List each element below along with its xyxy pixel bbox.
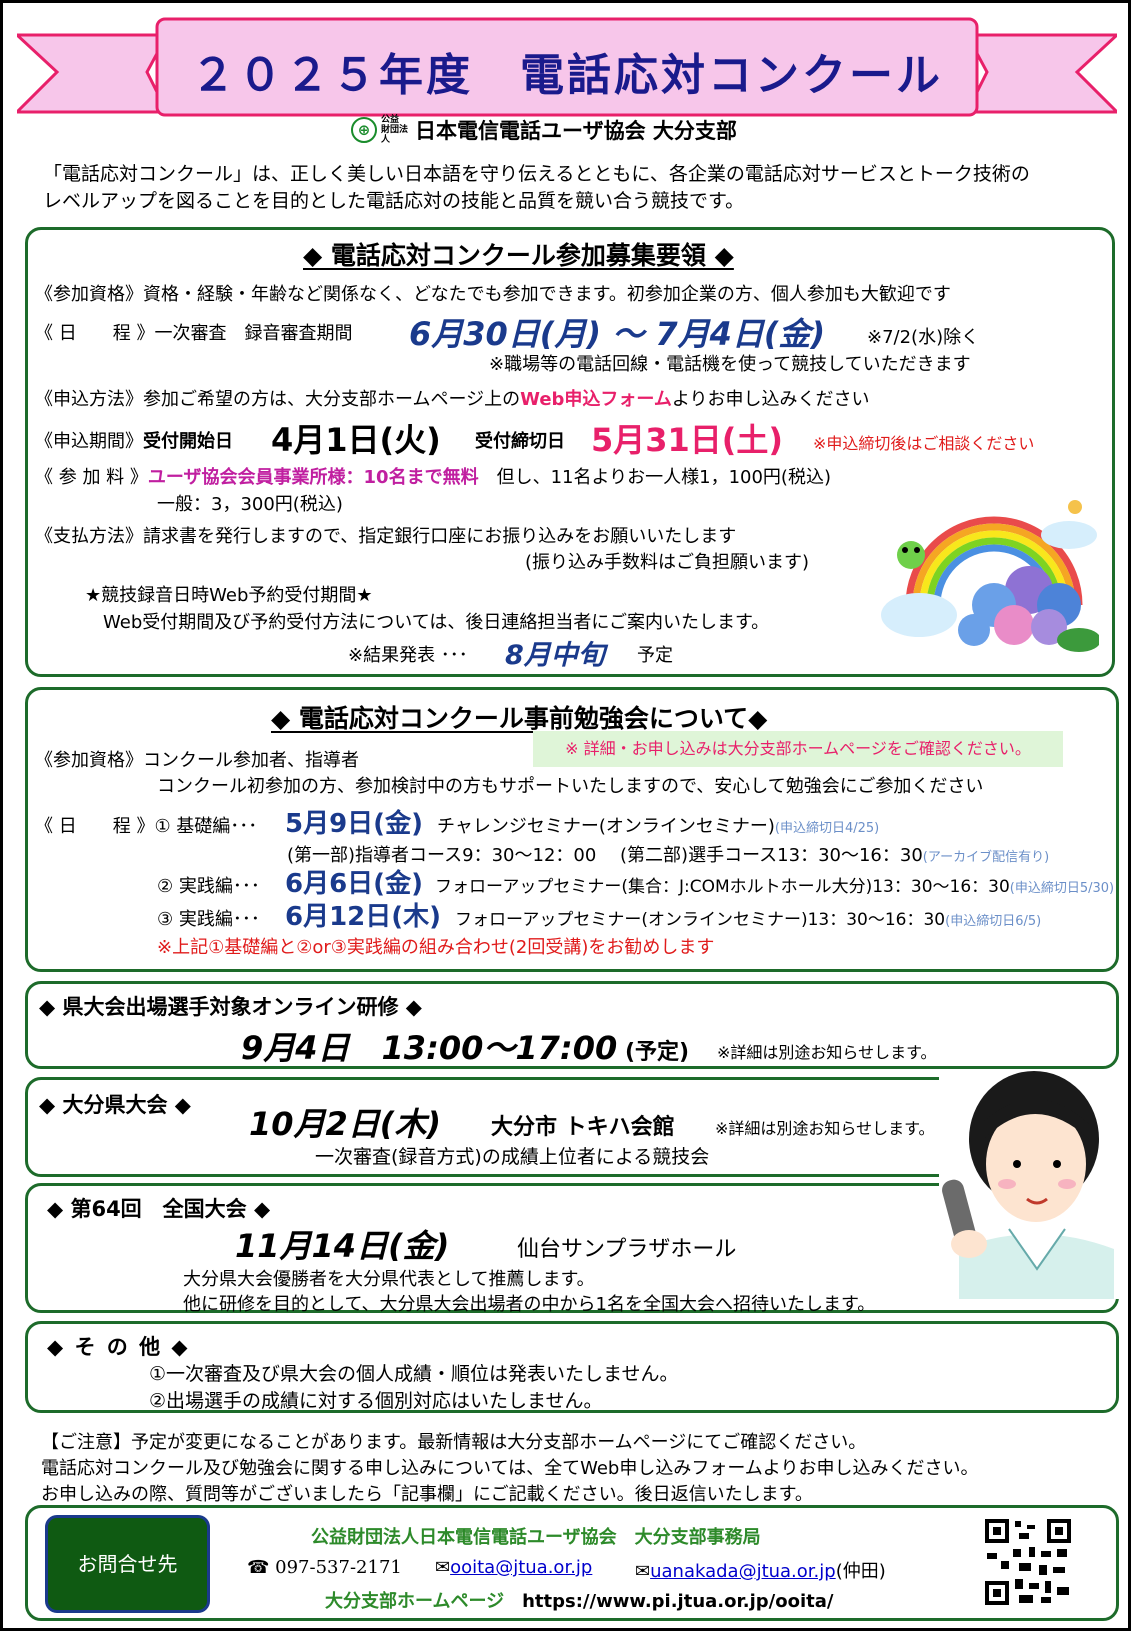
phone-operator-illustration [939, 1069, 1119, 1299]
mail-icon: ✉ [435, 1557, 451, 1578]
national-venue: 仙台サンプラザホール [517, 1237, 737, 1262]
study-schedule-1: 《 日 程 》① 基礎編･･･ [35, 816, 258, 837]
recruit-schedule-dates: 6月30日(月) ～ 7月4日(金) [409, 315, 826, 353]
organization-logo-icon: ⊕ [351, 117, 377, 143]
recruit-period: 《申込期間》受付開始日 [35, 431, 233, 452]
prefectural-note: ※詳細は別途お知らせします。 [715, 1119, 935, 1138]
study-s3-date: 6月12日(木) [285, 902, 442, 932]
study-title: ◆ 電話応対コンクール事前勉強会について◆ [271, 704, 768, 733]
result-date: 8月中旬 [505, 640, 605, 671]
study-eligibility-2: コンクール初参加の方、参加検討中の方もサポートいたしますので、安心して勉強会にご… [157, 776, 984, 797]
caution-line-1: 【ご注意】予定が変更になることがあります。最新情報は大分支部ホームページにてご確… [41, 1432, 867, 1453]
page-title: ２０２５年度 電話応対コンクール [191, 50, 943, 101]
period-start-date: 4月1日(火) [271, 421, 441, 459]
intro-text: 「電話応対コンクール」は、正しく美しい日本語を守り伝えるとともに、各企業の電話応… [43, 163, 1030, 212]
rainbow-hydrangea-illustration [881, 500, 1099, 652]
national-section [25, 1183, 1119, 1313]
national-date: 11月14日(金) [235, 1227, 450, 1265]
other-item-2: ②出場選手の成績に対する個別対応はいたしません。 [149, 1390, 603, 1412]
contact-phone-line: ☎ 097-537-2171 [247, 1557, 402, 1578]
result-label: ※結果発表 ･･･ [348, 645, 468, 666]
online-title: ◆ 県大会出場選手対象オンライン研修 ◆ [39, 995, 422, 1019]
recruit-fee: 《 参 加 料 》ユーザ協会会員事業所様：10名まで無料 但し、11名よりお一人… [35, 467, 831, 488]
study-s1-text: チャレンジセミナー(オンラインセミナー)(申込締切日4/25) [437, 816, 880, 837]
homepage-url[interactable]: https://www.pi.jtua.or.jp/ooita/ [522, 1591, 834, 1612]
caution-line-3: お申し込みの際、質問等がございましたら「記事欄」にご記載ください。後日返信いたし… [41, 1484, 813, 1505]
prefectural-venue: 大分市 トキハ会館 [491, 1115, 675, 1140]
email-1-line: ✉ooita@jtua.or.jp [435, 1557, 592, 1578]
recruit-title: ◆ 電話応対コンクール参加募集要領 ◆ [303, 241, 734, 270]
online-note: ※詳細は別途お知らせします。 [717, 1043, 937, 1062]
study-schedule-3: ③ 実践編･･･ [157, 909, 260, 930]
prefectural-desc: 一次審査(録音方式)の成績上位者による競技会 [315, 1146, 710, 1168]
result-suffix: 予定 [637, 645, 673, 666]
study-recommend: ※上記①基礎編と②or③実践編の組み合わせ(2回受講)をお勧めします [157, 937, 715, 958]
other-item-1: ①一次審査及び県大会の個人成績・順位は発表いたしません。 [149, 1363, 679, 1385]
online-date-suffix: (予定) [625, 1040, 690, 1065]
organization-line: ⊕ 公益財団法人 日本電信電話ユーザ協会 大分支部 [351, 115, 737, 145]
email-1-link[interactable]: ooita@jtua.or.jp [450, 1557, 593, 1578]
qr-code-icon[interactable] [983, 1517, 1073, 1607]
study-notice: ※ 詳細・お申し込みは大分支部ホームページをご確認ください。 [533, 731, 1063, 767]
recruit-method: 《申込方法》参加ご希望の方は、大分支部ホームページ上のWeb申込フォームよりお申… [35, 389, 870, 410]
period-end-label: 受付締切日 [475, 431, 565, 452]
mail-icon: ✉ [635, 1561, 651, 1582]
online-date: 9月4日 13:00～17:00 [241, 1029, 618, 1067]
fee-general: 一般：3，300円(税込) [157, 494, 343, 515]
ribbon-shape [17, 17, 1117, 117]
study-s2-text: フォローアップセミナー(集合：J:COMホルトホール大分)13：30～16：30… [435, 877, 1115, 897]
recruit-schedule-note: ※職場等の電話回線・電話機を使って競技していただきます [489, 354, 971, 375]
period-end-date: 5月31日(土) [591, 421, 784, 459]
homepage-line: 大分支部ホームページ https://www.pi.jtua.or.jp/ooi… [325, 1591, 834, 1612]
reserve-title: ★競技録音日時Web予約受付期間★ [85, 585, 373, 606]
recruit-payment: 《支払方法》請求書を発行しますので、指定銀行口座にお振り込みをお願いいたします [35, 526, 737, 547]
study-s1-date: 5月9日(金) [285, 809, 423, 839]
prefectural-date: 10月2日(木) [249, 1105, 442, 1143]
national-title: ◆ 第64回 全国大会 ◆ [47, 1197, 271, 1221]
organization-name: 日本電信電話ユーザ協会 大分支部 [415, 119, 737, 143]
org-prefix: 公益財団法人 [381, 115, 409, 145]
study-s3-text: フォローアップセミナー(オンラインセミナー)13：30～16：30(申込締切日6… [455, 910, 1042, 930]
study-s2-date: 6月6日(金) [285, 869, 423, 899]
recruit-schedule-except: ※7/2(水)除く [867, 327, 980, 348]
caution-line-2: 電話応対コンクール及び勉強会に関する申し込みについては、全てWeb申し込みフォー… [41, 1458, 979, 1479]
title-banner: ２０２５年度 電話応対コンクール [17, 17, 1117, 137]
reserve-text: Web受付期間及び予約受付方法については、後日連絡担当者にご案内いたします。 [103, 612, 770, 633]
national-desc-2: 他に研修を目的として、大分県大会出場者の中から1名を全国大会へ招待いたします。 [183, 1294, 876, 1315]
email-2-line: ✉uanakada@jtua.or.jp(仲田) [635, 1561, 886, 1582]
other-section [25, 1321, 1119, 1413]
payment-note: (振り込み手数料はご負担願います) [525, 552, 810, 573]
prefectural-title: ◆ 大分県大会 ◆ [39, 1093, 191, 1117]
recruit-schedule: 《 日 程 》一次審査 録音審査期間 [35, 323, 353, 344]
study-schedule-2: ② 実践編･･･ [157, 876, 260, 897]
online-section [25, 981, 1119, 1069]
other-title: ◆ そ の 他 ◆ [47, 1335, 190, 1359]
contact-button[interactable]: お問合せ先 [45, 1515, 210, 1613]
study-s1-sub: (第一部)指導者コース9：30～12：00 (第二部)選手コース13：30～16… [287, 845, 1050, 866]
contact-phone[interactable]: 097-537-2171 [275, 1557, 402, 1578]
email-2-link[interactable]: uanakada@jtua.or.jp [650, 1561, 836, 1582]
period-note: ※申込締切後はご相談ください [813, 434, 1035, 453]
contact-office: 公益財団法人日本電信電話ユーザ協会 大分支部事務局 [311, 1527, 761, 1548]
recruit-eligibility: 《参加資格》資格・経験・年齢など関係なく、どなたでも参加できます。初参加企業の方… [35, 284, 951, 305]
national-desc-1: 大分県大会優勝者を大分県代表として推薦します。 [183, 1269, 595, 1290]
web-form-link[interactable]: Web申込フォーム [520, 389, 672, 410]
study-eligibility: 《参加資格》コンクール参加者、指導者 [35, 750, 359, 771]
phone-icon: ☎ [247, 1557, 270, 1578]
